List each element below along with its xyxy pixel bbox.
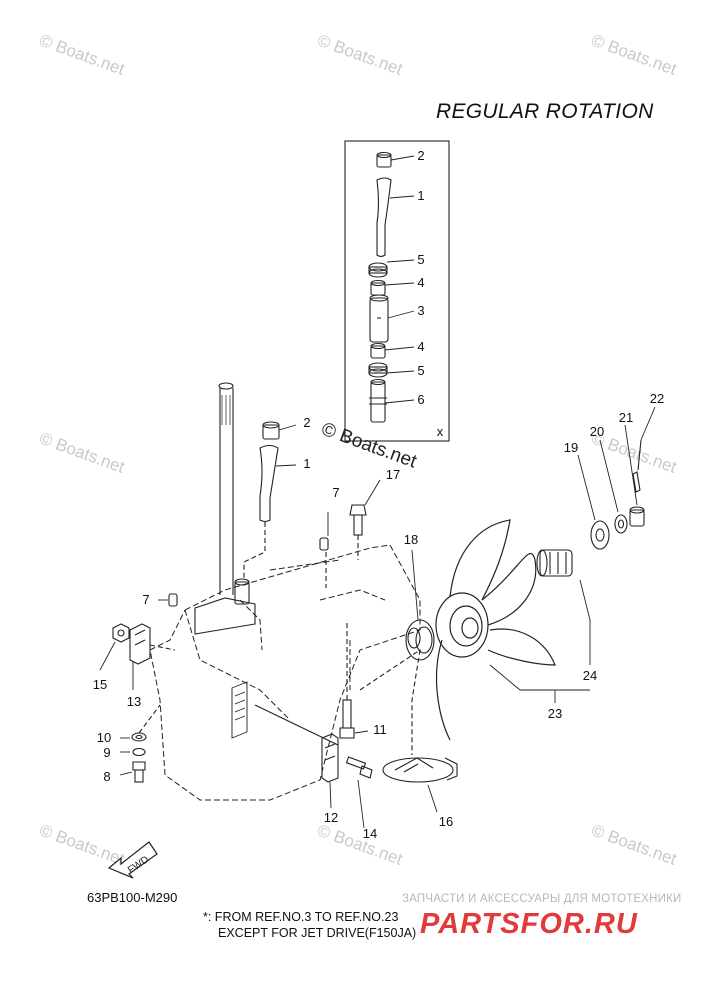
part-17-bolt — [349, 504, 367, 536]
callout-inset-5: 5 — [417, 252, 425, 267]
drive-shaft — [218, 382, 234, 595]
callout-22: 22 — [649, 391, 665, 406]
part-18-thrust-washer — [405, 619, 435, 661]
inset-tag: x — [436, 424, 444, 439]
callout-12: 12 — [323, 810, 339, 825]
inset-part-5a — [368, 262, 388, 278]
callout-9: 9 — [103, 745, 111, 760]
part-9-spring-washer — [132, 747, 146, 757]
part-14-screw — [345, 756, 373, 779]
callout-17: 17 — [385, 467, 401, 482]
callout-8: 8 — [103, 769, 111, 784]
part-24-spacer — [536, 549, 573, 577]
tube-connector — [243, 522, 266, 580]
diagram-code: 63PB100-M290 — [87, 890, 178, 905]
callout-inset-4: 4 — [417, 275, 425, 290]
part-21-castle-nut — [629, 506, 645, 527]
water-intake — [231, 681, 248, 739]
inset-part-4a — [370, 279, 386, 296]
part-10-washer — [131, 732, 147, 742]
callout-7: 7 — [332, 485, 340, 500]
part-11-bolt — [339, 699, 355, 739]
callout-19: 19 — [563, 440, 579, 455]
inset-part-5b — [368, 362, 388, 378]
gear-case — [149, 544, 421, 801]
part-1-water-tube — [259, 444, 279, 523]
part-13-bracket — [129, 623, 151, 665]
callout-inset-6: 6 — [417, 392, 425, 407]
callout-1: 1 — [303, 456, 311, 471]
callout-15: 15 — [92, 677, 108, 692]
callout-inset-5b: 5 — [417, 363, 425, 378]
callout-inset-1: 1 — [417, 188, 425, 203]
inset-part-2 — [376, 151, 392, 168]
footnote-line-2: EXCEPT FOR JET DRIVE(F150JA) — [218, 926, 417, 940]
callout-20: 20 — [589, 424, 605, 439]
shop-tagline: ЗАПЧАСТИ И АКСЕССУАРЫ ДЛЯ МОТОТЕХНИКИ — [402, 893, 682, 905]
callout-inset-4b: 4 — [417, 339, 425, 354]
callout-13: 13 — [126, 694, 142, 709]
inset-part-4b — [370, 342, 386, 359]
part-19-washer — [590, 520, 610, 550]
water-pipe-seat — [194, 578, 256, 635]
callout-23: 23 — [547, 706, 563, 721]
callout-2: 2 — [303, 415, 311, 430]
forward-arrow-icon: FWD — [107, 838, 159, 887]
callout-11: 11 — [373, 722, 387, 737]
propeller — [435, 519, 556, 741]
callout-inset-3: 3 — [417, 303, 425, 318]
callout-16: 16 — [438, 814, 454, 829]
part-2-grommet — [262, 421, 280, 440]
part-12-trim-tab-bracket — [321, 733, 339, 783]
inset-part-1 — [376, 177, 392, 258]
footnote-line-1: *: FROM REF.NO.3 TO REF.NO.23 — [203, 910, 399, 924]
part-7-dowel-b — [168, 593, 178, 607]
callout-inset-2: 2 — [417, 148, 425, 163]
part-16-anode — [382, 757, 458, 783]
callout-10: 10 — [96, 730, 112, 745]
part-20-washer — [614, 514, 628, 534]
part-7-dowel-a — [319, 537, 329, 551]
part-8-bolt — [132, 761, 146, 783]
callout-18: 18 — [403, 532, 419, 547]
inset-box — [344, 140, 450, 442]
callout-14: 14 — [362, 826, 378, 841]
diagram-title: REGULAR ROTATION — [436, 100, 654, 123]
inset-part-3 — [369, 294, 389, 343]
inset-part-6 — [369, 378, 387, 423]
callout-21: 21 — [618, 410, 634, 425]
shop-logo: PARTSFOR.RU — [420, 908, 638, 940]
part-22-cotter-pin — [632, 439, 642, 493]
callout-24: 24 — [582, 668, 598, 683]
inset-leaders — [384, 155, 415, 404]
main-leaders — [99, 406, 656, 829]
callout-7b: 7 — [142, 592, 150, 607]
part-15-nut — [112, 623, 130, 643]
